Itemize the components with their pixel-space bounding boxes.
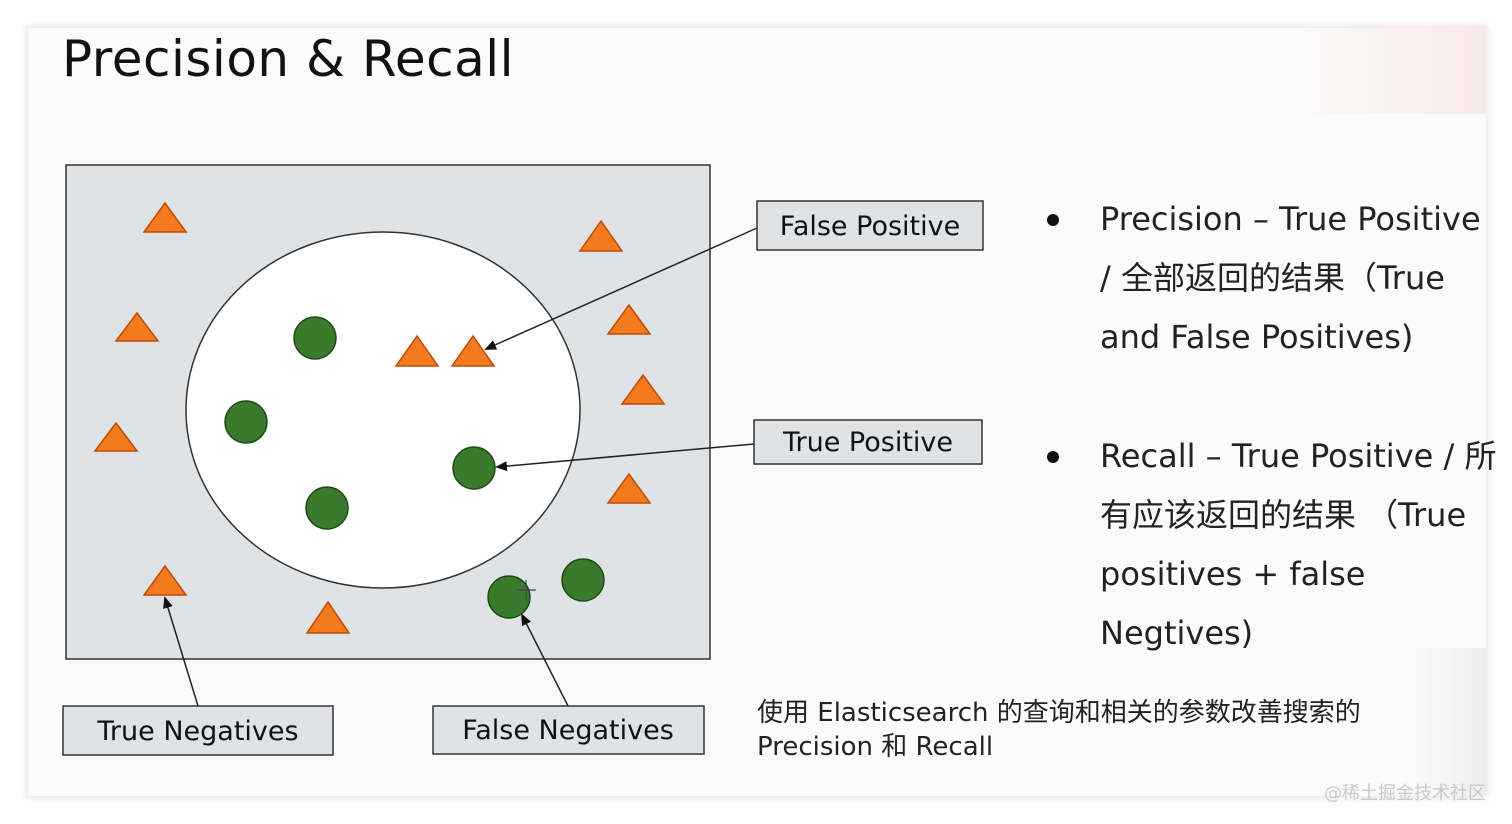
arrows — [163, 227, 758, 707]
circle — [305, 486, 349, 530]
move-cursor-icon — [516, 580, 536, 600]
triangle — [142, 201, 188, 233]
retrieved-ellipse — [185, 231, 581, 589]
label-false-positive: False Positive — [756, 200, 984, 251]
arrow-false-positive — [484, 227, 758, 350]
triangle — [114, 311, 160, 342]
arrow-false-negatives — [521, 613, 569, 707]
watermark: @稀土掘金技术社区 — [1324, 783, 1486, 804]
corner-shade — [1280, 26, 1486, 114]
arrow-true-positive — [495, 443, 755, 472]
note-text: 使用 Elasticsearch 的查询和相关的参数改善搜索的 Precisio… — [757, 698, 1361, 762]
circle — [452, 446, 496, 490]
bullet-dot — [1047, 451, 1059, 463]
arrow-true-negatives — [163, 596, 199, 707]
label-false-positive-text: False Positive — [780, 211, 960, 242]
triangle — [606, 472, 652, 504]
circle — [487, 575, 531, 619]
label-true-negatives-text: True Negatives — [96, 716, 298, 747]
label-false-negatives: False Negatives — [432, 705, 705, 755]
label-true-negatives: True Negatives — [62, 705, 334, 756]
page-title: Precision & Recall — [62, 30, 515, 88]
triangle — [620, 373, 666, 405]
triangle — [394, 334, 440, 367]
label-true-positive: True Positive — [753, 419, 983, 465]
triangle — [450, 334, 496, 367]
circle — [293, 316, 337, 360]
triangle — [578, 219, 624, 252]
label-false-negatives-text: False Negatives — [462, 715, 674, 746]
bullet-recall-text: Recall – True Positive / 所有应该返回的结果 （True… — [1100, 437, 1497, 652]
circles — [224, 316, 605, 619]
triangles — [93, 201, 666, 634]
bullet-precision-text: Precision – True Positive / 全部返回的结果（True… — [1100, 200, 1481, 356]
triangle — [142, 564, 188, 596]
circle — [561, 558, 605, 602]
corner-shade-bottom — [1405, 648, 1487, 796]
triangle — [93, 421, 139, 452]
label-true-positive-text: True Positive — [782, 427, 953, 458]
circle — [224, 400, 268, 444]
triangle — [305, 600, 351, 634]
bullet-dot — [1047, 214, 1059, 226]
triangle — [606, 303, 652, 335]
